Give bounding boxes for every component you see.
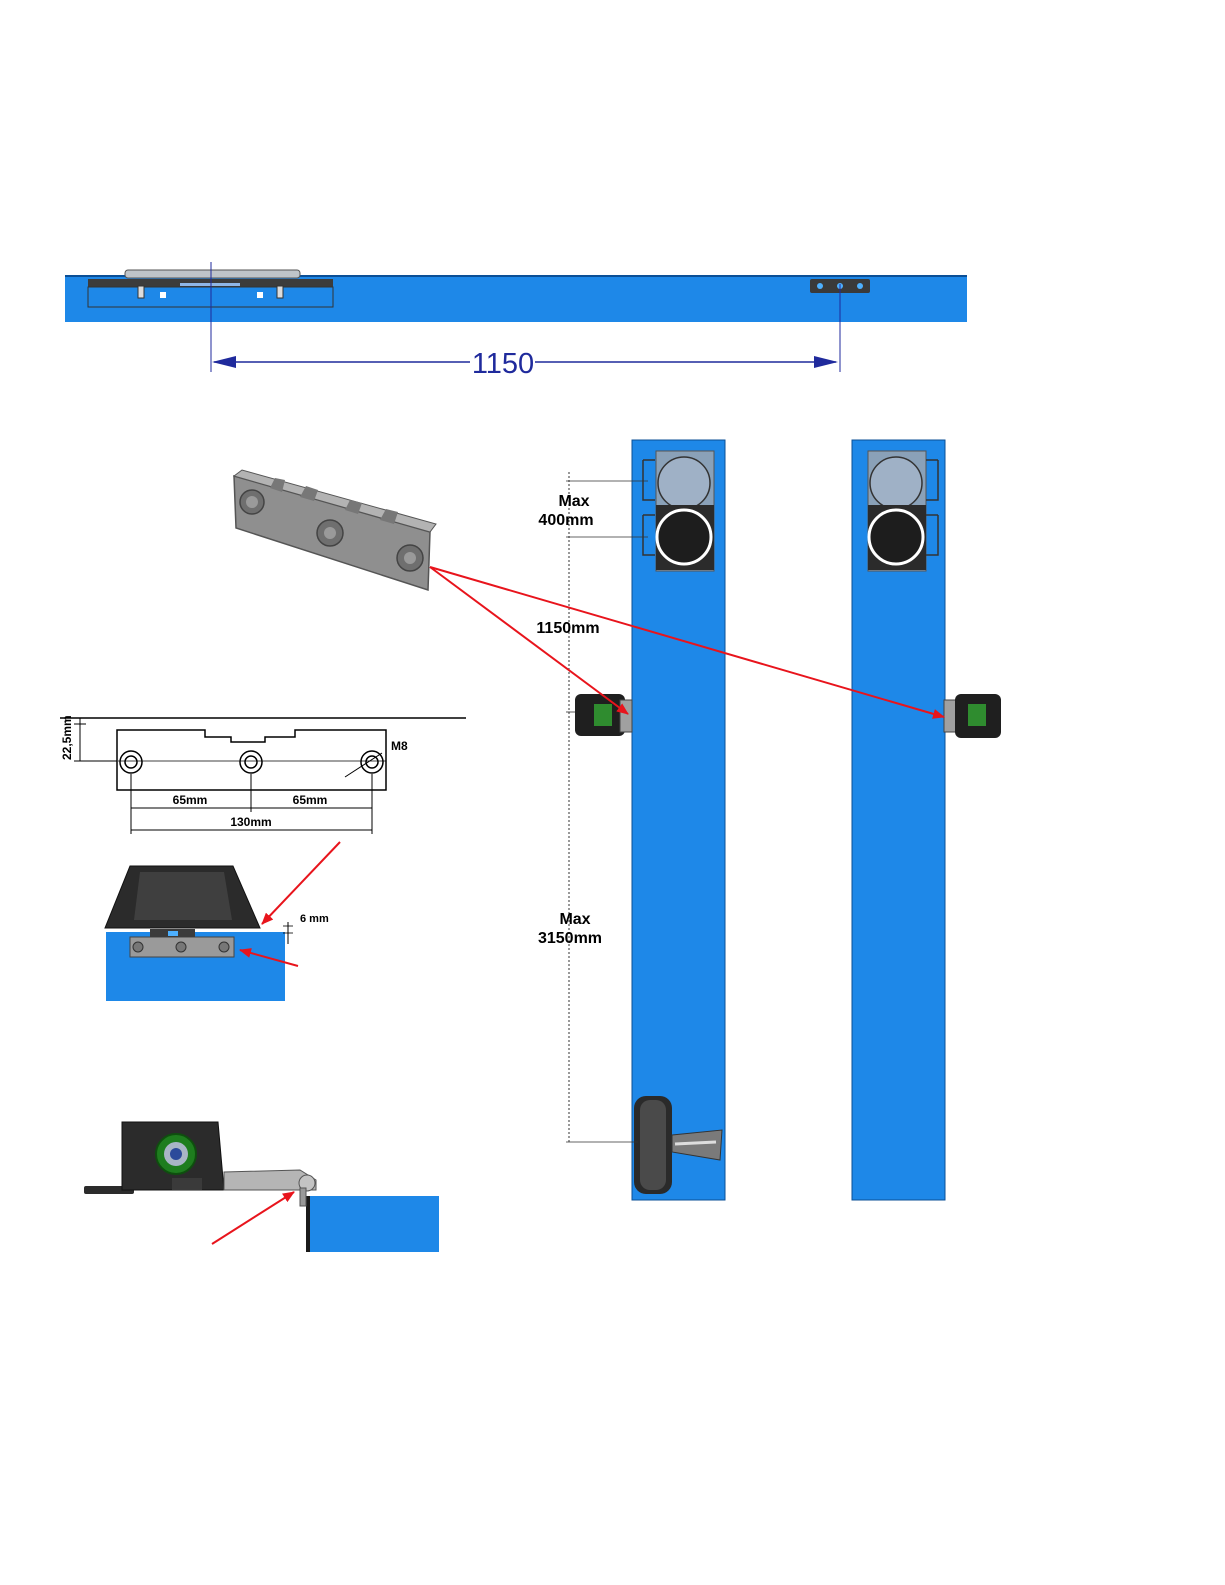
bracket-dimension-drawing: 22,5mm M8 65mm 65mm 130mm bbox=[60, 715, 466, 834]
right-rail-top-view bbox=[852, 440, 1001, 1200]
dim-130-label: 130mm bbox=[230, 815, 271, 829]
sensor-mount-detail: 6 mm bbox=[105, 842, 340, 1001]
dim-22-5-label: 22,5mm bbox=[60, 715, 74, 760]
max-400-label-2: 400mm bbox=[538, 512, 593, 529]
bracket-3d bbox=[234, 470, 436, 590]
dim-1150mm-label: 1150mm bbox=[536, 620, 599, 637]
camera-side-detail bbox=[84, 1122, 439, 1252]
left-rail-dimensions: Max 400mm 1150mm Max 3150mm bbox=[536, 472, 648, 1142]
gap-6mm-label: 6 mm bbox=[300, 913, 329, 925]
thread-label: M8 bbox=[391, 739, 408, 753]
max-3150-label-2: 3150mm bbox=[538, 930, 602, 947]
top-side-view: 1150 bbox=[65, 262, 967, 380]
top-dimension-label: 1150 bbox=[472, 348, 534, 380]
dim-65-left-label: 65mm bbox=[173, 793, 208, 807]
camera-detail-rail bbox=[309, 1196, 439, 1252]
dim-65-right-label: 65mm bbox=[293, 793, 328, 807]
max-400-label-1: Max bbox=[558, 493, 589, 510]
top-dimension-1150: 1150 bbox=[212, 348, 838, 380]
left-rail-top-view bbox=[575, 440, 725, 1200]
max-3150-label-1: Max bbox=[559, 911, 590, 928]
